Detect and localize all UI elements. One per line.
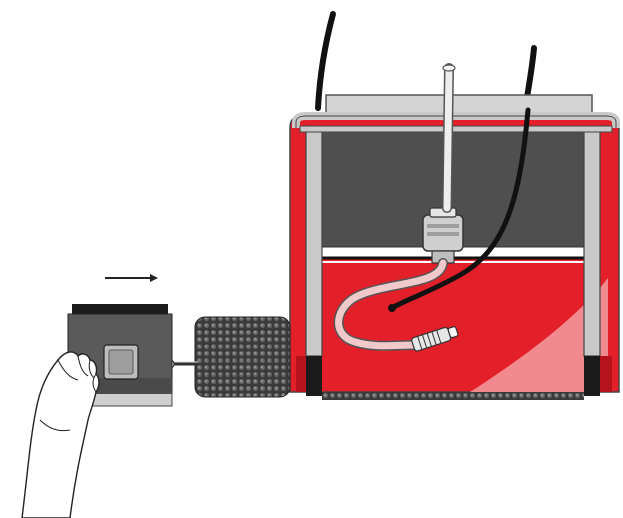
bottom-brush-strip bbox=[322, 392, 584, 400]
side-rail-right bbox=[584, 128, 600, 356]
power-cable-left bbox=[318, 14, 333, 108]
arrow-right-icon bbox=[105, 274, 158, 282]
side-rail-left bbox=[306, 128, 322, 356]
cleaner-unit-icon bbox=[290, 14, 619, 400]
hand-icon bbox=[22, 352, 99, 518]
brush-roller-icon bbox=[195, 317, 290, 397]
